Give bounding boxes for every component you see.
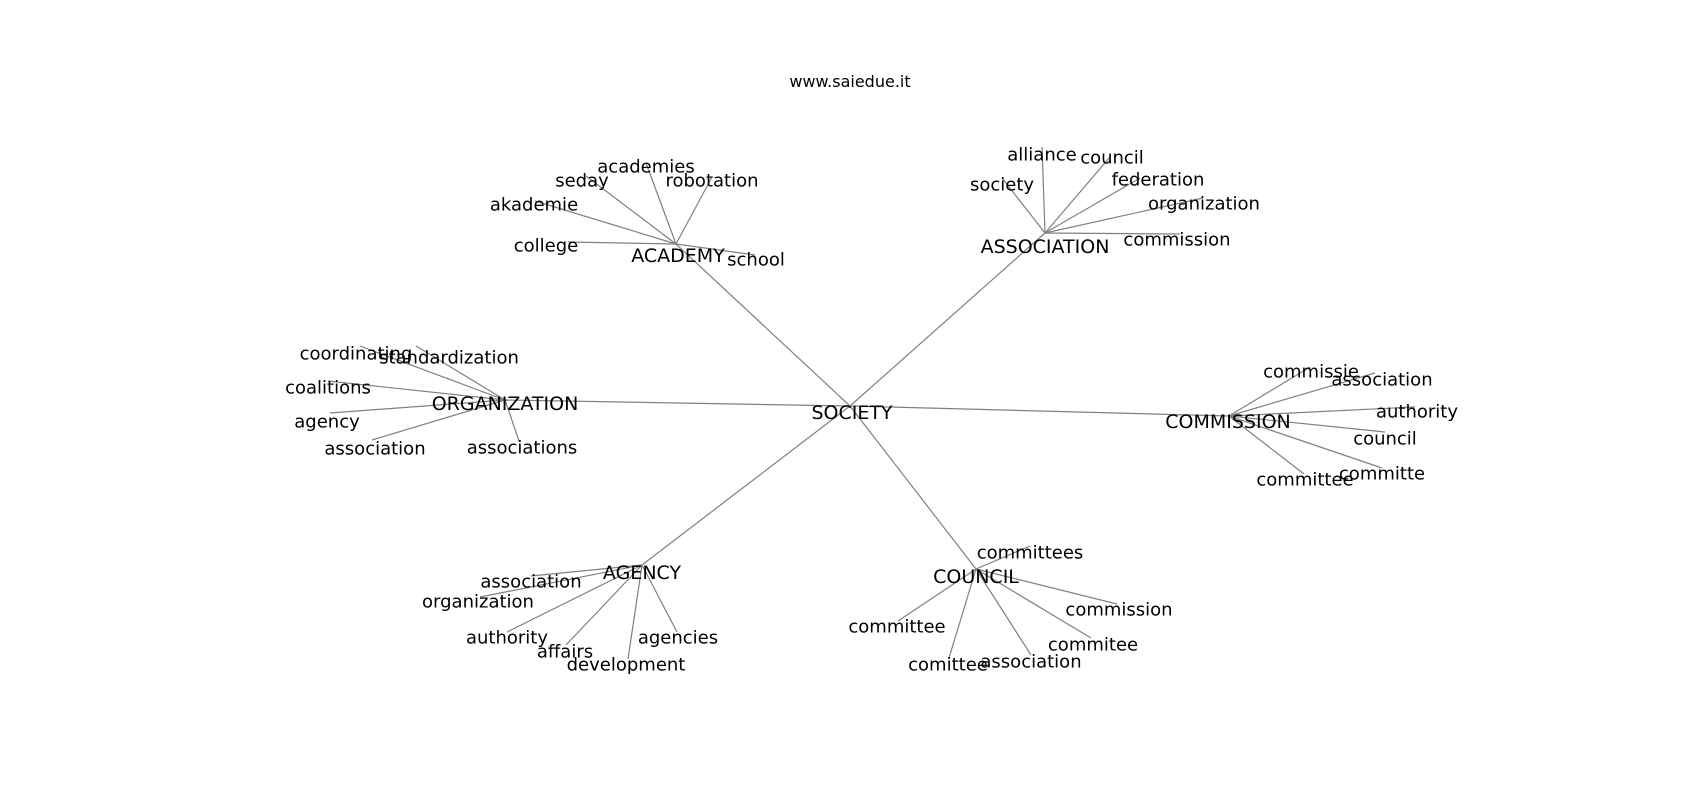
leaf-node-label: development (567, 655, 686, 676)
hub-node-label: COMMISSION (1165, 411, 1291, 433)
root-edge-academy (675, 243, 851, 407)
leaf-edge (1044, 197, 1204, 234)
leaf-node-label: commissie (1263, 362, 1359, 383)
leaf-node-label: commission (1065, 600, 1172, 621)
leaf-node-label: coalitions (285, 378, 371, 399)
leaf-edge (479, 564, 643, 598)
leaf-edge (1041, 146, 1046, 234)
edges-layer (327, 146, 1416, 660)
root-edge-association (849, 232, 1046, 407)
leaf-node-label: agencies (638, 628, 718, 649)
leaf-edge (534, 200, 677, 245)
leaf-node-label: committee (1256, 470, 1353, 491)
root-edge-agency (641, 405, 851, 566)
leaf-edge (359, 345, 506, 401)
leaf-edge (975, 568, 1092, 639)
leaf-edge (975, 568, 1118, 605)
hub-node-label: ORGANIZATION (432, 393, 579, 415)
leaf-node-label: committees (977, 543, 1084, 564)
leaf-node-label: authority (466, 628, 548, 649)
hub-node-label: COUNCIL (933, 566, 1019, 588)
leaf-edge (1228, 415, 1305, 475)
root-edge-commission (849, 405, 1230, 417)
leaf-edge (641, 564, 678, 633)
leaf-edge (585, 175, 677, 245)
leaf-edge (948, 568, 977, 659)
leaf-edge (675, 243, 756, 256)
leaf-node-label: coordinating (300, 344, 413, 365)
root-node-label: SOCIETY (811, 402, 892, 424)
leaf-node-label: standardization (379, 348, 519, 369)
leaf-edge (504, 399, 520, 442)
leaf-edge (627, 564, 643, 660)
leaf-edge (1228, 415, 1386, 433)
leaf-node-label: comittee (908, 655, 988, 676)
leaf-node-label: association (1331, 370, 1432, 391)
leaf-edge (1228, 366, 1311, 417)
leaf-node-label: college (514, 236, 579, 257)
root-edge-council (849, 405, 977, 570)
leaf-node-label: association (980, 652, 1081, 673)
leaf-node-label: committe (1339, 464, 1425, 485)
leaf-node-label: council (1353, 429, 1417, 450)
leaf-edge (645, 162, 677, 245)
leaf-edge (567, 241, 677, 245)
leaf-edge (415, 345, 506, 401)
leaf-edge (1228, 372, 1376, 417)
leaf-node-label: commitee (1048, 635, 1138, 656)
leaf-edge (1044, 156, 1111, 234)
leaf-node-label: seday (555, 171, 609, 192)
leaf-node-label: akademie (490, 195, 578, 216)
leaf-edge (1228, 406, 1416, 417)
leaf-edge (675, 176, 713, 245)
leaf-node-label: association (324, 439, 425, 460)
leaf-node-label: organization (1148, 194, 1260, 215)
leaf-edge (975, 568, 1032, 656)
leaf-edge (327, 380, 506, 401)
leaf-edge (1044, 177, 1141, 234)
leaf-node-label: affairs (537, 642, 593, 663)
root-edge-organization (504, 399, 851, 407)
leaf-edge (565, 564, 643, 646)
hub-node-label: ACADEMY (631, 245, 725, 267)
hub-node-label: AGENCY (603, 562, 682, 584)
leaf-edge (1044, 232, 1181, 235)
leaf-edge (329, 399, 506, 414)
leaf-node-label: robotation (665, 171, 758, 192)
site-watermark: www.saiedue.it (789, 72, 911, 91)
leaf-node-label: society (970, 175, 1034, 196)
leaf-node-label: organization (422, 592, 534, 613)
hub-node-label: ASSOCIATION (981, 236, 1110, 258)
leaf-edge (897, 568, 977, 622)
leaf-node-label: commission (1123, 230, 1230, 251)
leaf-node-label: authority (1376, 402, 1458, 423)
leaf-node-label: associations (467, 438, 578, 459)
leaf-edge (1228, 415, 1383, 469)
leaf-edge (506, 564, 643, 633)
leaf-node-label: agency (294, 412, 360, 433)
leaf-node-label: council (1080, 148, 1144, 169)
leaf-node-label: academies (597, 157, 694, 178)
leaf-node-label: school (727, 250, 785, 271)
leaf-edge (975, 545, 1031, 570)
leaf-node-label: committee (848, 617, 945, 638)
leaf-edge (371, 399, 506, 441)
leaf-node-label: alliance (1007, 145, 1076, 166)
leaf-node-label: association (480, 572, 581, 593)
leaf-node-label: federation (1112, 170, 1205, 191)
leaf-edge (1001, 177, 1046, 234)
leaf-edge (530, 564, 643, 577)
